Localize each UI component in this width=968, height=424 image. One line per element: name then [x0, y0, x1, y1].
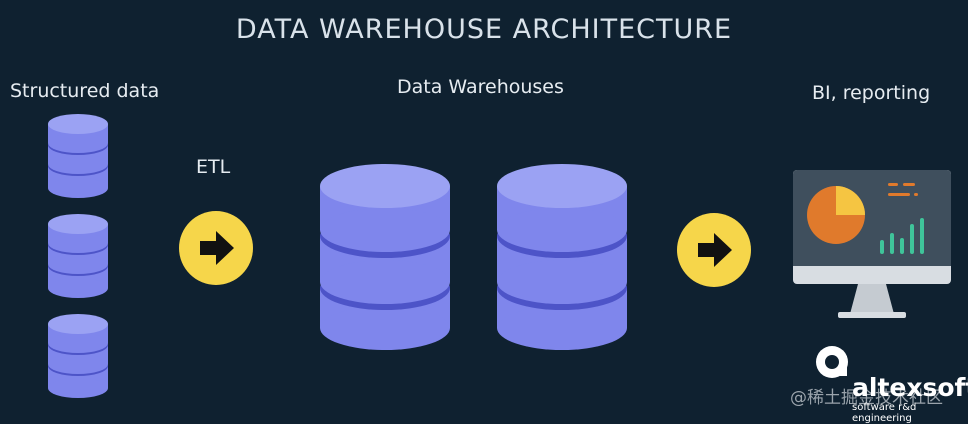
bar-chart-icon: [880, 218, 924, 254]
bi-arrow-icon: [677, 213, 751, 287]
structured-db-3: [48, 314, 108, 398]
label-data-warehouses: Data Warehouses: [397, 76, 564, 98]
label-bi-reporting: BI, reporting: [812, 82, 931, 104]
pie-chart-icon: [807, 186, 865, 244]
diagram-title: DATA WAREHOUSE ARCHITECTURE: [235, 14, 733, 45]
monitor-icon: [793, 170, 951, 318]
label-etl: ETL: [196, 156, 231, 178]
brand-tagline: software r&d engineering: [852, 402, 917, 424]
etl-arrow-icon: [179, 211, 253, 285]
structured-db-2: [48, 214, 108, 298]
warehouse-db-1: [320, 164, 450, 350]
warehouse-db-2: [497, 164, 627, 350]
altexsoft-logo-icon: [816, 346, 848, 378]
label-structured-data: Structured data: [10, 80, 160, 102]
watermark-text: @稀土掘金技术社区: [790, 388, 943, 408]
structured-db-1: [48, 114, 108, 198]
brand-name: altexsoft: [852, 373, 968, 402]
